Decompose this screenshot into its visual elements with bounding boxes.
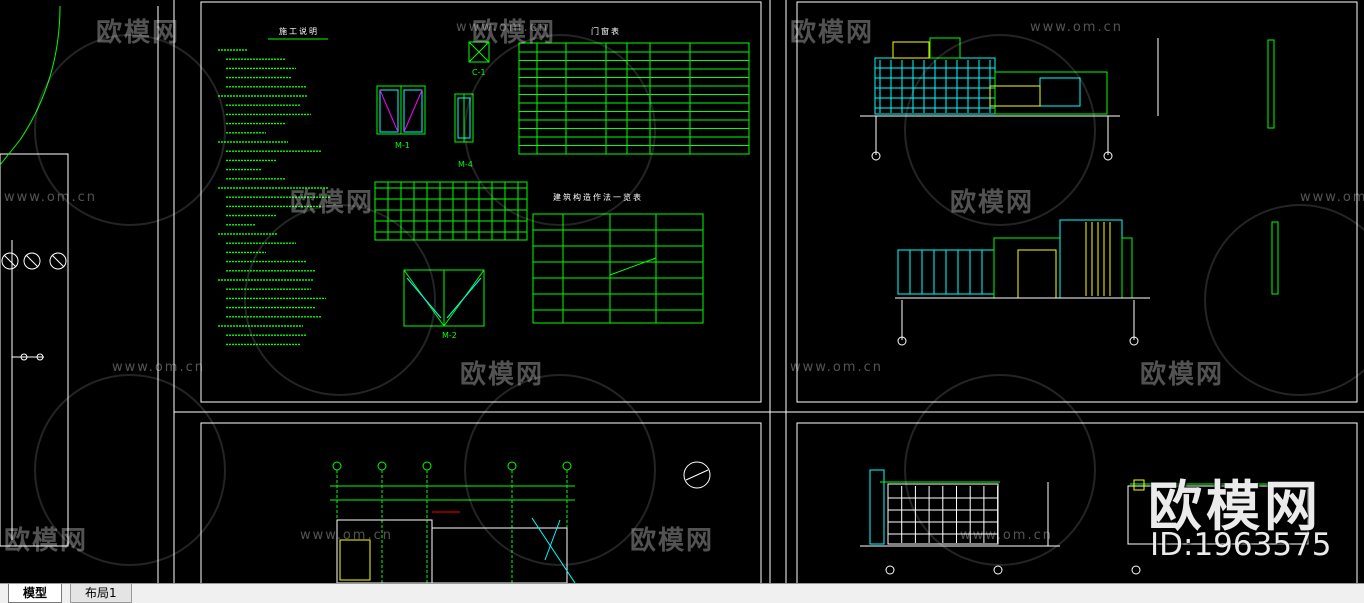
watermark-brand: 欧模网 [460,360,545,390]
watermark-url: www.om.cn [456,20,549,35]
sheet-frame-1 [200,1,762,403]
watermark-big-brand: 欧模网 [1148,475,1322,538]
model-space-canvas[interactable]: 施工说明 门窗表 建筑构造作法一览表 C-1 M-1 M-4 M-2 欧模网 欧… [0,0,1364,583]
notes-title: 施工说明 [279,27,319,36]
label-c1: C-1 [472,68,486,77]
left-sheet-frame [0,153,69,547]
layout-tab-bar: 模型 布局1 [0,583,1364,603]
watermark-brand: 欧模网 [950,188,1035,218]
label-m2: M-2 [442,331,457,340]
door-window-table-title: 门窗表 [591,27,621,36]
watermark-url: www.om.cn [960,528,1053,543]
label-m4: M-4 [458,160,473,169]
watermark-brand: 欧模网 [472,18,557,48]
watermark-url: www.om.cn [112,360,205,375]
watermark-url: www.om.cn [4,190,97,205]
watermark-url: www.om.cn [1030,20,1123,35]
watermark-brand: 欧模网 [1140,360,1225,390]
sheet-frame-4 [796,422,1358,583]
watermark-url: www.om.cn [1300,190,1364,205]
sheet-frame-2 [796,1,1358,403]
watermark-brand: 欧模网 [4,526,89,556]
watermark-id: ID:1963575 [1150,527,1332,563]
watermark-brand: 欧模网 [790,18,875,48]
construction-table-title: 建筑构造作法一览表 [553,193,643,202]
watermark-brand: 欧模网 [630,526,715,556]
tab-model[interactable]: 模型 [8,584,63,603]
watermark-brand: 欧模网 [96,18,181,48]
watermark-url: www.om.cn [300,528,393,543]
watermark-url: www.om.cn [790,360,883,375]
watermark-brand: 欧模网 [290,188,375,218]
tab-layout1[interactable]: 布局1 [70,584,132,603]
sheet-frame-3 [200,422,762,583]
label-m1: M-1 [395,141,410,150]
cad-drawing [0,0,1364,583]
